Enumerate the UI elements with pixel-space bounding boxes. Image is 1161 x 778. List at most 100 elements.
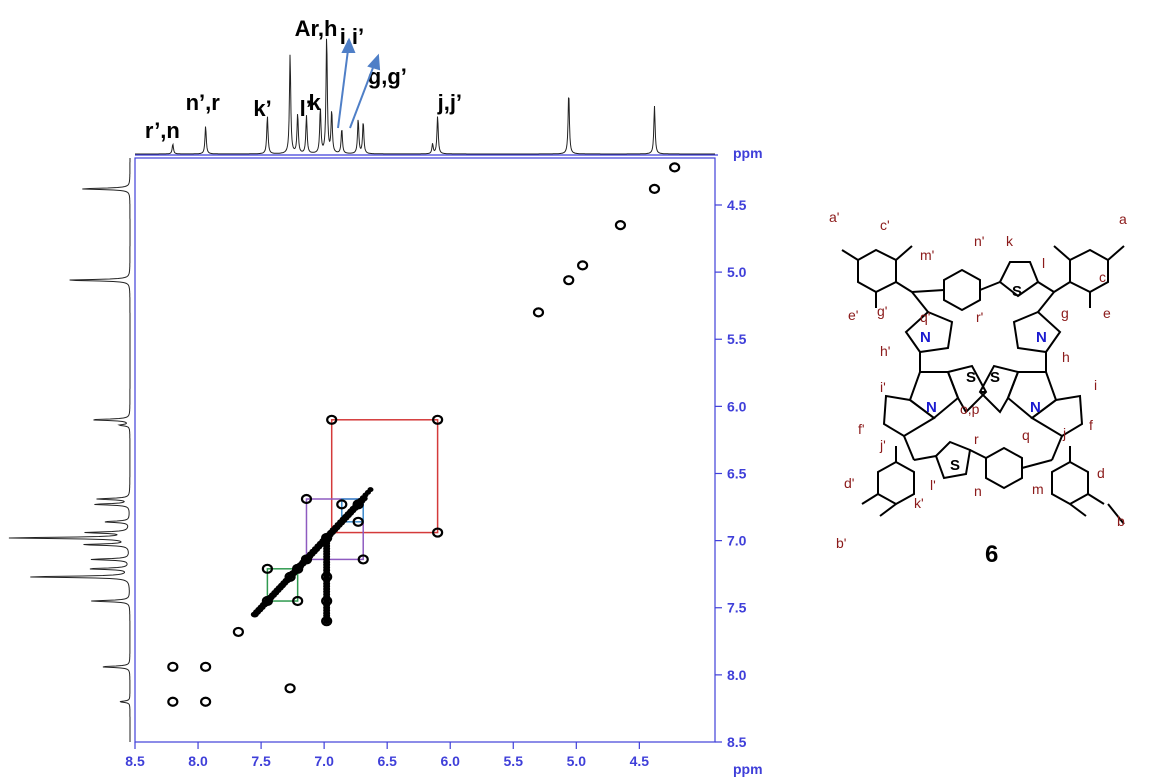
bond (911, 289, 945, 293)
cross-peak (284, 571, 296, 582)
atom-labels: aa'bb'cc'dd'ee'ff'gg'hh'ii'jj'kk'll'mm'n… (829, 209, 1127, 551)
top-spectrum-trace (135, 38, 715, 155)
atom-label: o,p (960, 401, 980, 417)
atom-label: d (1097, 465, 1105, 481)
bond (861, 493, 879, 505)
bond (1053, 281, 1071, 293)
pyrrole-top-left (904, 310, 954, 354)
atom-label: q (1022, 427, 1030, 443)
y-tick-label: 4.5 (727, 197, 747, 213)
cross-peak (326, 414, 338, 425)
cross-peak (261, 595, 273, 607)
mesityl-ring-bottom-left (877, 460, 915, 506)
atom-label: f (1089, 417, 1093, 433)
atom-label: m (1032, 481, 1044, 497)
bond (913, 455, 937, 461)
cross-peak (532, 307, 545, 318)
atom-label: c' (880, 217, 890, 233)
left-1d-projection (8, 158, 131, 742)
bond (1021, 459, 1053, 469)
nitrogen-label: N (1036, 329, 1047, 346)
bond (895, 281, 913, 293)
peak-label: j,j’ (437, 90, 462, 115)
bond (1051, 435, 1063, 461)
nitrogen-label: N (926, 399, 937, 416)
peak-label: l’ (300, 96, 312, 121)
atom-label: b (1117, 513, 1125, 529)
cross-peak (261, 563, 273, 574)
correlation-box (341, 498, 364, 523)
bond (879, 503, 897, 517)
pyrrole-top-right (1012, 310, 1062, 354)
x-tick-label: 5.5 (504, 753, 524, 769)
bond (1087, 493, 1105, 505)
cross-peak (352, 516, 364, 527)
bond (1107, 245, 1125, 261)
correlation-box (266, 568, 299, 602)
y-tick-label: 5.0 (727, 264, 747, 280)
atom-label: h' (880, 343, 890, 359)
atom-label: j (1062, 425, 1066, 441)
atom-label: i (1094, 377, 1097, 393)
x-tick-label: 6.5 (377, 753, 397, 769)
atom-label: e (1103, 305, 1111, 321)
y-tick-label: 8.5 (727, 734, 747, 750)
peak-label: k’ (253, 96, 271, 121)
cross-peak (432, 527, 444, 538)
plot-frame (134, 157, 716, 743)
arrow-g-head (367, 53, 381, 71)
y-tick-label: 7.5 (727, 600, 747, 616)
x-tick-label: 5.0 (567, 753, 587, 769)
atom-label: r' (976, 309, 983, 325)
bond (1037, 291, 1055, 313)
cross-peak (232, 626, 244, 638)
y-tick-label: 6.0 (727, 398, 747, 414)
atom-label: n (974, 483, 982, 499)
bond (1053, 245, 1071, 261)
cross-peak (614, 220, 627, 231)
arrow-i (337, 49, 349, 129)
cross-peak (669, 162, 681, 173)
cross-peak (300, 493, 313, 505)
cross-peak (577, 260, 589, 271)
left-spectrum-trace (8, 158, 131, 742)
atom-label: l (1042, 255, 1045, 271)
atom-label: m' (920, 247, 934, 263)
correlation-box (305, 498, 364, 561)
atom-label: n' (974, 233, 984, 249)
compound-number: 6 (985, 541, 998, 568)
cross-peak (352, 499, 364, 510)
nitrogen-label: N (1030, 399, 1041, 416)
atom-label: b' (836, 535, 846, 551)
atom-label: c (1099, 269, 1106, 285)
cross-peak (563, 275, 575, 286)
cross-peak (336, 499, 348, 510)
chemical-structure (841, 245, 1125, 525)
cross-peak (167, 661, 179, 672)
pyrrole-lower-left (882, 394, 936, 438)
top-1d-projection (135, 38, 715, 155)
sulfur-label: S (950, 457, 960, 474)
y-tick-label: 8.0 (727, 667, 747, 683)
mesityl-ring-top-left (857, 248, 897, 294)
atom-label: a (1119, 211, 1127, 227)
cross-peak (321, 616, 333, 627)
atom-label: r (974, 431, 979, 447)
phenyl-top (943, 268, 981, 312)
atom-label: d' (844, 475, 854, 491)
cross-peak (200, 696, 212, 707)
bond (979, 281, 1001, 291)
thiophene-core-left (946, 364, 988, 414)
cross-peak (292, 595, 304, 607)
atom-label: q' (920, 309, 930, 325)
peak-label: n’,r (186, 90, 221, 115)
cross-peak (321, 532, 333, 544)
diagonal-ridge-point (367, 487, 374, 493)
bond (895, 245, 913, 261)
peak-label: Ar,h (295, 16, 338, 41)
atom-label: h (1062, 349, 1070, 365)
y-tick-label: 6.5 (727, 465, 747, 481)
cross-peak (167, 696, 179, 707)
x-tick-label: 8.5 (125, 753, 145, 769)
